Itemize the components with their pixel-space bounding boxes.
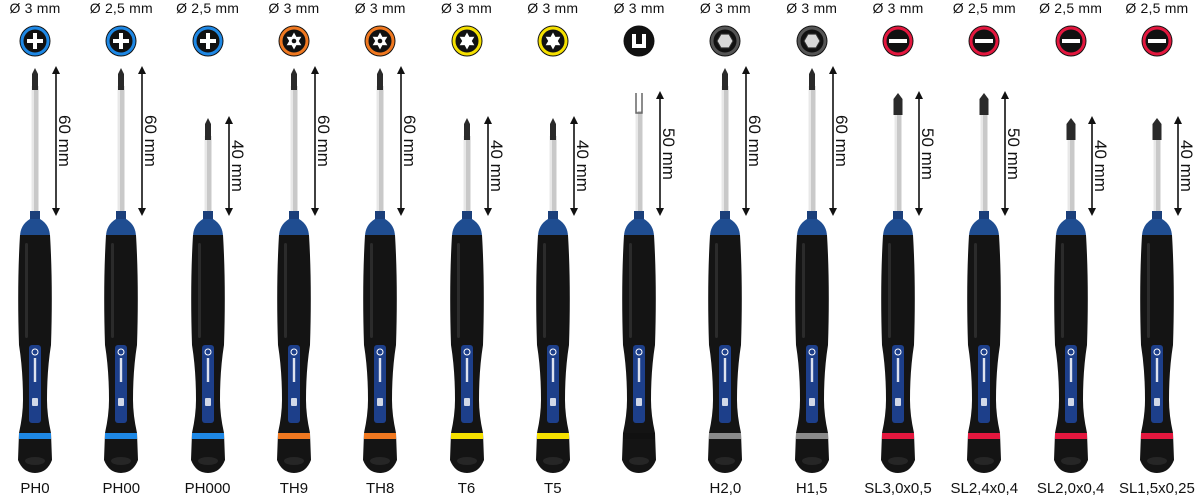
phillips-icon [19, 25, 51, 57]
screwdriver-image [535, 118, 570, 473]
bit-size-label: H1,5 [795, 480, 828, 497]
shaft-diameter-label: Ø 2,5 mm [176, 0, 240, 16]
shaft-length-label: 50 mm [659, 127, 679, 180]
shaft-length-dimension: 60 mm [742, 66, 766, 216]
screwdriver-image [104, 68, 139, 473]
torx-icon [537, 25, 569, 57]
bit-size-label: PH0 [20, 480, 50, 497]
hex-icon [796, 25, 828, 57]
screwdriver-image [794, 68, 829, 473]
shaft-diameter-label: Ø 2,5 mm [1125, 0, 1189, 16]
shaft-length-dimension: 40 mm [1087, 116, 1112, 216]
shaft-length-dimension: 60 mm [310, 66, 335, 216]
slotted-icon [1055, 25, 1087, 57]
screwdriver-image [1053, 118, 1088, 473]
slotted-icon [882, 25, 914, 57]
shaft-diameter-label: Ø 3 mm [699, 0, 751, 16]
shaft-length-label: 40 mm [572, 140, 592, 192]
shaft-diameter-label: Ø 3 mm [441, 0, 492, 16]
bit-size-label: T6 [457, 480, 476, 497]
screwdriver-image [363, 68, 398, 473]
screwdriver-column-th8: Ø 3 mm 60 mm TH8 [337, 0, 423, 498]
bit-size-label: SL1,5x0,25 [1118, 480, 1195, 497]
bit-size-label: PH00 [102, 480, 141, 497]
shaft-length-dimension: 60 mm [828, 66, 853, 216]
screwdriver-image [881, 93, 915, 473]
torx-hole-icon [364, 25, 396, 57]
shaft-length-dimension: 40 mm [224, 116, 249, 216]
shaft-length-dimension: 50 mm [1001, 91, 1025, 216]
shaft-diameter-label: Ø 2,5 mm [89, 0, 153, 16]
screwdriver-column-h1,5: Ø 3 mm 60 mm H1,5 [769, 0, 855, 498]
bit-size-label: TH8 [366, 480, 395, 497]
bit-size-label: SL2,4x0,4 [950, 480, 1019, 497]
shaft-length-dimension: 50 mm [915, 91, 939, 216]
screwdriver-column-sl2,0x0,4: Ø 2,5 mm 40 mm SL2,0x0,4 [1028, 0, 1114, 498]
shaft-diameter-label: Ø 3 mm [872, 0, 924, 16]
u-shape-icon [623, 25, 655, 57]
screwdriver-column-h2,0: Ø 3 mm 60 mm H2,0 [682, 0, 768, 498]
slotted-icon [1141, 25, 1173, 57]
shaft-length-label: 60 mm [745, 115, 765, 167]
shaft-diameter-label: Ø 2,5 mm [952, 0, 1016, 16]
shaft-length-label: 50 mm [918, 127, 937, 180]
screwdriver-image [622, 93, 657, 473]
shaft-length-label: 60 mm [400, 115, 420, 167]
shaft-length-dimension: 40 mm [483, 116, 508, 216]
shaft-length-label: 40 mm [1090, 140, 1110, 192]
screwdriver-column-th9: Ø 3 mm 60 mm TH9 [251, 0, 337, 498]
screwdriver-image [449, 118, 484, 473]
screwdriver-image [276, 68, 311, 473]
bit-size-label: SL3,0x0,5 [864, 480, 932, 497]
screwdriver-image [708, 68, 743, 473]
bit-size-label: SL2,0x0,4 [1036, 480, 1105, 497]
screwdriver-column-sl3,0x0,5: Ø 3 mm 50 mm SL3,0x0,5 [855, 0, 941, 498]
shaft-length-dimension: 50 mm [656, 91, 680, 216]
screwdriver-column-ph0: Ø 3 mm 60 mm PH0 [0, 0, 78, 498]
screwdriver-image [18, 68, 52, 473]
hex-icon [709, 25, 741, 57]
screwdriver-image [967, 93, 1002, 473]
screwdriver-image [190, 118, 225, 473]
shaft-length-dimension: 60 mm [52, 66, 76, 216]
shaft-length-dimension: 60 mm [138, 66, 162, 216]
bit-size-label: H2,0 [709, 480, 742, 497]
screwdriver-column-sl1,5x0,25: Ø 2,5 mm 40 mm SL1,5x0,25 [1114, 0, 1200, 498]
shaft-length-label: 50 mm [1004, 127, 1024, 180]
screwdriver-image [1139, 118, 1174, 473]
shaft-length-label: 60 mm [313, 115, 333, 167]
screwdriver-column-ph00: Ø 2,5 mm 60 mm PH00 [78, 0, 164, 498]
bit-size-label: T5 [544, 480, 562, 497]
shaft-diameter-label: Ø 3 mm [9, 0, 61, 16]
screwdriver-column-sl2,4x0,4: Ø 2,5 mm 50 mm SL2,4x0,4 [941, 0, 1027, 498]
shaft-diameter-label: Ø 3 mm [613, 0, 665, 16]
shaft-length-label: 60 mm [55, 115, 74, 167]
shaft-length-dimension: 40 mm [1173, 116, 1198, 216]
slotted-icon [968, 25, 1000, 57]
shaft-length-dimension: 60 mm [397, 66, 421, 216]
screwdriver-column-t5: Ø 3 mm 40 mm T5 [510, 0, 596, 498]
shaft-length-label: 40 mm [227, 140, 247, 192]
torx-icon [451, 25, 482, 57]
bit-size-label: PH000 [184, 480, 231, 497]
shaft-length-label: 40 mm [1176, 140, 1196, 192]
shaft-length-label: 60 mm [141, 115, 161, 167]
torx-hole-icon [278, 25, 310, 57]
bit-size-label: TH9 [279, 480, 309, 497]
shaft-length-label: 40 mm [486, 140, 506, 192]
screwdriver-column-u-tip: Ø 3 mm 50 mm [596, 0, 682, 498]
shaft-diameter-label: Ø 3 mm [268, 0, 320, 16]
shaft-diameter-label: Ø 3 mm [786, 0, 838, 16]
shaft-length-label: 60 mm [831, 115, 851, 167]
screwdriver-column-t6: Ø 3 mm 40 mm T6 [424, 0, 510, 498]
shaft-diameter-label: Ø 3 mm [527, 0, 579, 16]
shaft-diameter-label: Ø 3 mm [354, 0, 406, 16]
phillips-icon [192, 25, 224, 57]
screwdriver-column-ph000: Ø 2,5 mm 40 mm PH000 [165, 0, 251, 498]
phillips-icon [105, 25, 137, 57]
shaft-length-dimension: 40 mm [569, 116, 594, 216]
shaft-diameter-label: Ø 2,5 mm [1039, 0, 1103, 16]
